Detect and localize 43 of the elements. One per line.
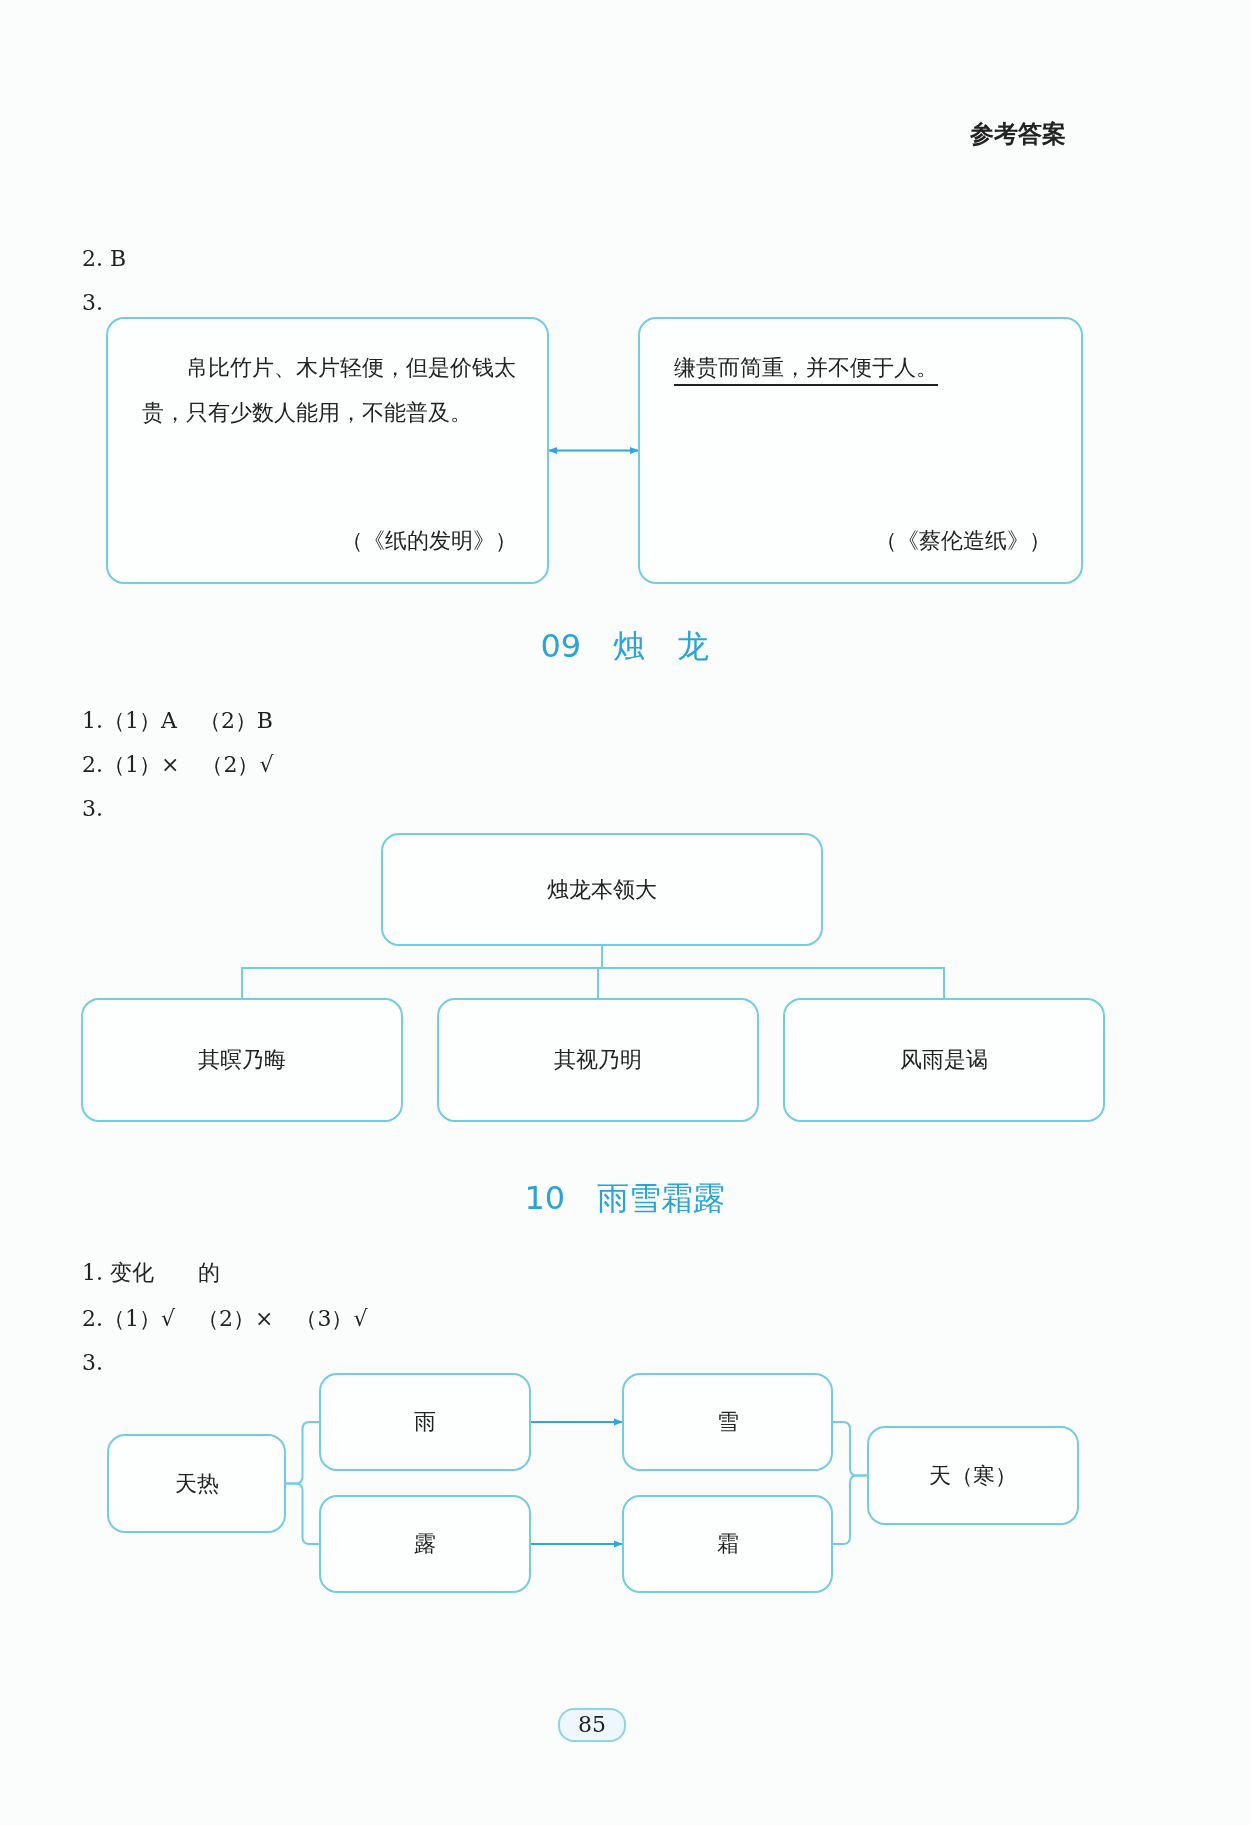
box-text: 天热 (174, 1469, 219, 1498)
answer-box (81, 998, 403, 1122)
answer-box (107, 1434, 286, 1533)
answer-box (783, 998, 1105, 1122)
answer-box (437, 998, 759, 1122)
answer-box (381, 833, 823, 946)
answer-box (106, 317, 549, 584)
answer-text: 2. B (82, 248, 127, 270)
passage-text: 缣贵而简重，并不便于人。 (674, 354, 938, 382)
answer-text: 2.（1）× （2）√ (82, 754, 274, 776)
answer-box (319, 1495, 531, 1593)
header-text: 参考答案 (970, 122, 1066, 146)
answer-text: 1.（1）A （2）B (82, 710, 274, 732)
page-number: 85 (558, 1708, 626, 1742)
passage-text: 帛比竹片、木片轻便，但是价钱太贵，只有少数人能用，不能普及。 (142, 354, 517, 427)
answer-text: 2.（1）√ （2）× （3）√ (82, 1308, 368, 1330)
answer-text: 3. (82, 1352, 103, 1374)
section-title: 09 烛 龙 (540, 630, 710, 662)
source-text: （《纸的发明》） (341, 527, 517, 555)
answer-text: 3. (82, 798, 103, 820)
answer-box (319, 1373, 531, 1471)
box-text: 雨 (414, 1408, 436, 1436)
answer-box (622, 1373, 833, 1471)
answer-box (622, 1495, 833, 1593)
box-text: 其暝乃晦 (198, 1046, 286, 1074)
connector-line (285, 1482, 320, 1545)
box-text: 烛龙本领大 (547, 875, 657, 904)
box-text: 霜 (716, 1530, 739, 1558)
box-text: 露 (414, 1530, 436, 1558)
answer-box (638, 317, 1083, 584)
source-text: （《蔡伦造纸》） (875, 527, 1051, 555)
box-text: 风雨是谒 (900, 1046, 988, 1074)
box-text: 雪 (716, 1408, 739, 1436)
section-title: 10 雨雪霜露 (524, 1182, 726, 1214)
arrow (530, 1540, 623, 1548)
answer-text: 1. 变化 的 (82, 1262, 220, 1284)
answer-box (867, 1426, 1079, 1525)
arrow (548, 446, 639, 455)
box-text: 天（寒） (929, 1461, 1017, 1490)
box-text: 其视乃明 (554, 1046, 642, 1074)
arrow (530, 1418, 623, 1426)
connector-line (832, 1474, 868, 1545)
answer-text: 3. (82, 292, 103, 314)
